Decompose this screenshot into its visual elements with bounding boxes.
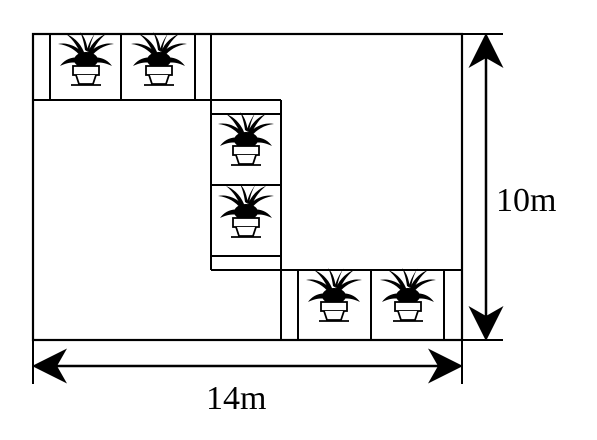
potted-plant-icon — [379, 267, 437, 322]
potted-plant-icon — [217, 183, 275, 238]
potted-plant-icon — [57, 31, 115, 86]
path-segment-middle — [210, 99, 282, 271]
height-label: 10m — [496, 182, 556, 219]
path-segment-top — [33, 34, 212, 101]
width-dimension — [32, 340, 463, 384]
potted-plant-icon — [305, 267, 363, 322]
height-dimension — [462, 33, 504, 341]
potted-plant-icon — [217, 111, 275, 166]
width-label: 14m — [206, 380, 266, 417]
garden-boundary — [31, 32, 464, 342]
path-segment-bottom — [280, 269, 462, 340]
potted-plant-icon — [130, 31, 188, 86]
